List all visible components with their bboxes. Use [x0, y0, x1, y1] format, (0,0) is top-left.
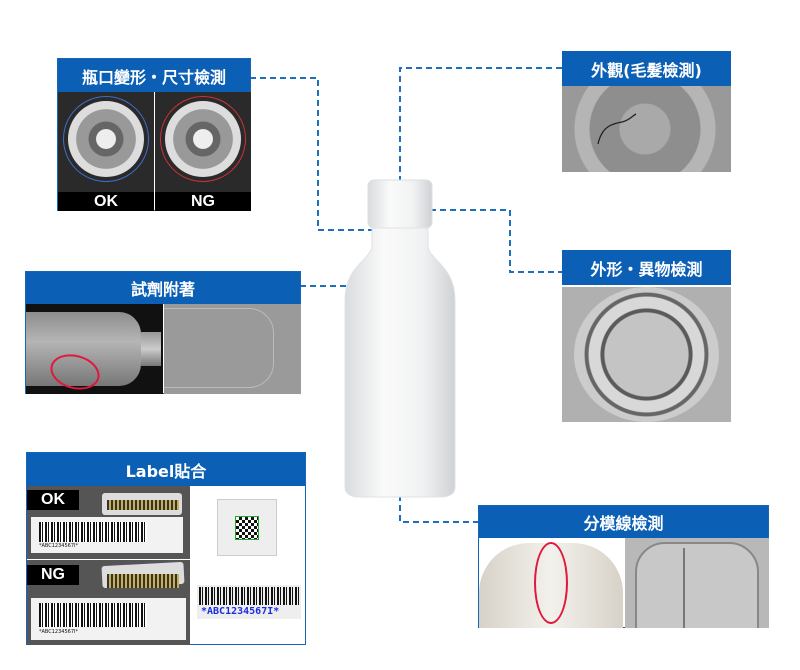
- ng-label: NG: [27, 565, 79, 585]
- parting-processed-image: [625, 538, 769, 628]
- connector-neck: [250, 77, 372, 231]
- panel-reagent-adhesion: 試劑附著: [25, 271, 301, 394]
- parting-raw-image: [479, 538, 623, 628]
- connector-foreign: [400, 209, 562, 273]
- panel-title: 試劑附著: [26, 272, 300, 304]
- panel-neck-inspection: 瓶口變形・尺寸檢測 OK NG: [57, 58, 251, 211]
- foreign-object-image: [562, 287, 731, 422]
- panel-title: Label貼合: [27, 453, 305, 486]
- panel-title: 外觀(毛髮檢測): [562, 51, 731, 86]
- panel-parting-line: 分模線檢測: [478, 505, 769, 628]
- barcode-text: *ABC1234567I*: [201, 606, 280, 617]
- panel-shape-foreign: 外形・異物檢測: [562, 250, 731, 422]
- barcode-read-image: *ABC1234567I*: [197, 585, 301, 619]
- neck-ng-image: [155, 92, 251, 192]
- qr-code-image: [217, 499, 277, 556]
- panel-label-attach: Label貼合 *ABC1234567I* OK *ABC1234567I* N…: [26, 452, 306, 645]
- ng-label: NG: [155, 192, 251, 211]
- panel-title: 瓶口變形・尺寸檢測: [58, 59, 250, 92]
- panel-appearance-hair: 外觀(毛髮檢測): [562, 51, 731, 172]
- neck-ok-image: [58, 92, 154, 192]
- connector-appearance: [399, 67, 562, 196]
- ok-label: OK: [58, 192, 154, 211]
- barcode-caption: *ABC1234567I*: [39, 629, 78, 635]
- hair-detection-image: [562, 86, 731, 172]
- ok-label: OK: [27, 490, 79, 510]
- reagent-processed-image: [164, 304, 301, 394]
- panel-title: 外形・異物檢測: [562, 250, 731, 285]
- barcode-caption: *ABC1234567I*: [39, 543, 78, 549]
- panel-title: 分模線檢測: [479, 506, 768, 538]
- bottle-illustration: [344, 179, 456, 498]
- reagent-raw-image: [26, 304, 163, 394]
